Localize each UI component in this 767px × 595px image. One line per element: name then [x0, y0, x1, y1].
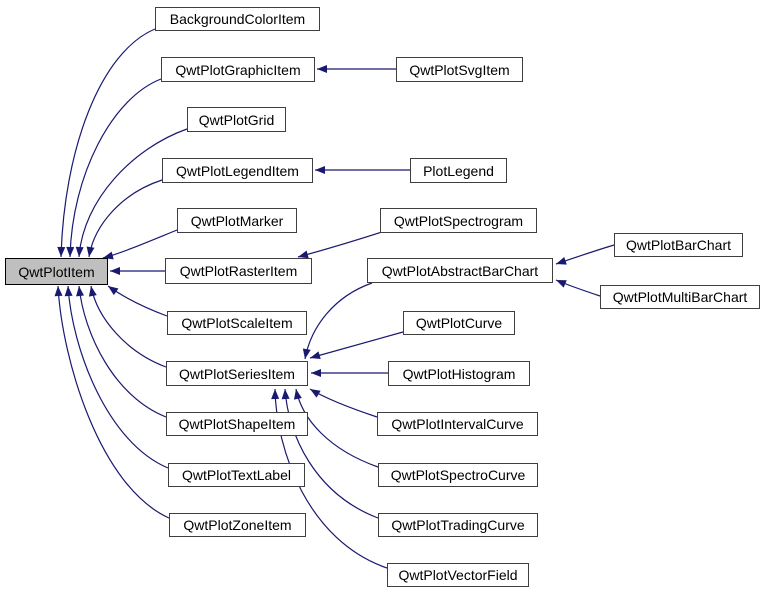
class-node-qwtplottradingcurve[interactable]: QwtPlotTradingCurve [378, 513, 538, 537]
arrowhead-icon [310, 351, 321, 360]
edge-qwtplotmultibarchart-to-qwtplotabstractbarchart [555, 279, 601, 297]
edge-backgroundcoloritem-to-qwtplotitem [57, 28, 156, 258]
arrowhead-icon [57, 246, 66, 257]
edge-qwtplotzoneitem-to-qwtplotitem [54, 285, 170, 519]
class-node-qwtplottextlabel[interactable]: QwtPlotTextLabel [168, 463, 305, 487]
edge-qwtplotshapeitem-to-qwtplotitem [76, 285, 167, 418]
arrowhead-icon [110, 267, 120, 275]
class-node-qwtplotgrid[interactable]: QwtPlotGrid [187, 107, 286, 132]
arrowhead-icon [86, 246, 95, 257]
edge-qwtplotsvgitem-to-qwtplotgraphicitem [317, 65, 396, 73]
arrowhead-icon [293, 389, 302, 400]
edge-line [78, 285, 167, 418]
class-node-qwtplotscaleitem[interactable]: QwtPlotScaleItem [167, 311, 307, 335]
edge-qwtplotseriesitem-to-qwtplotitem [88, 285, 167, 368]
arrowhead-icon [66, 246, 75, 257]
arrowhead-icon [103, 251, 114, 260]
edge-qwtplotgrid-to-qwtplotitem [75, 128, 188, 258]
edge-line [90, 285, 167, 368]
edge-qwtplotcurve-to-qwtplotseriesitem [309, 331, 404, 360]
edge-qwtplotspectrogram-to-qwtplotrasteritem [297, 231, 383, 259]
arrowhead-icon [302, 348, 311, 359]
edge-qwtplotabstractbarchart-to-qwtplotseriesitem [302, 282, 373, 360]
arrowhead-icon [556, 257, 567, 265]
class-node-qwtplotlegenditem[interactable]: QwtPlotLegendItem [162, 158, 313, 183]
class-node-qwtplotabstractbarchart[interactable]: QwtPlotAbstractBarChart [367, 258, 553, 283]
class-node-qwtplotseriesitem[interactable]: QwtPlotSeriesItem [166, 361, 308, 386]
edge-line [309, 331, 404, 359]
class-node-qwtplotbarchart[interactable]: QwtPlotBarChart [614, 233, 743, 257]
edge-line [88, 179, 163, 258]
class-node-qwtplotmarker[interactable]: QwtPlotMarker [177, 208, 297, 233]
edge-line [102, 229, 178, 259]
edge-line [295, 388, 379, 468]
arrowhead-icon [75, 246, 84, 257]
edge-qwtplottextlabel-to-qwtplotitem [64, 285, 169, 469]
edge-qwtplotscaleitem-to-qwtplotitem [107, 285, 168, 317]
edge-line [60, 28, 156, 258]
edge-line [78, 128, 188, 258]
arrowhead-icon [315, 166, 325, 174]
arrowhead-icon [88, 286, 97, 297]
class-node-backgroundcoloritem[interactable]: BackgroundColorItem [155, 7, 320, 31]
arrowhead-icon [76, 286, 84, 297]
arrowhead-icon [317, 65, 327, 73]
edge-qwtplothistogram-to-qwtplotseriesitem [311, 369, 388, 377]
edge-line [69, 78, 162, 258]
class-node-qwtplotshapeitem[interactable]: QwtPlotShapeItem [166, 412, 308, 436]
arrowhead-icon [298, 250, 309, 259]
class-node-qwtplotzoneitem[interactable]: QwtPlotZoneItem [169, 513, 306, 537]
edge-qwtplotmarker-to-qwtplotitem [102, 229, 178, 260]
arrowhead-icon [310, 389, 321, 398]
class-node-qwtplotrasteritem[interactable]: QwtPlotRasterItem [165, 258, 312, 284]
edge-qwtplotbarchart-to-qwtplotabstractbarchart [555, 244, 615, 265]
class-node-qwtplotspectrocurve[interactable]: QwtPlotSpectroCurve [378, 463, 538, 487]
edge-line [284, 388, 379, 519]
class-node-qwtplothistogram[interactable]: QwtPlotHistogram [388, 361, 530, 386]
edge-line [67, 285, 169, 469]
edge-qwtplotspectrocurve-to-qwtplotseriesitem [293, 388, 379, 468]
class-node-plotlegend[interactable]: PlotLegend [410, 158, 507, 183]
edge-qwtplotlegenditem-to-qwtplotitem [86, 179, 163, 258]
arrowhead-icon [281, 389, 290, 400]
edge-plotlegend-to-qwtplotlegenditem [315, 166, 410, 174]
class-node-qwtplotsvgitem[interactable]: QwtPlotSvgItem [396, 57, 523, 82]
edge-line [309, 388, 378, 418]
class-node-qwtplotgraphicitem[interactable]: QwtPlotGraphicItem [161, 57, 315, 82]
class-node-qwtplotintervalcurve[interactable]: QwtPlotIntervalCurve [377, 412, 538, 436]
edge-line [57, 285, 170, 519]
class-node-qwtplotspectrogram[interactable]: QwtPlotSpectrogram [380, 208, 537, 233]
arrowhead-icon [271, 389, 280, 400]
edge-qwtplotrasteritem-to-qwtplotitem [110, 267, 166, 275]
arrowhead-icon [108, 286, 119, 296]
class-node-qwtplotvectorfield[interactable]: QwtPlotVectorField [387, 563, 529, 587]
class-node-qwtplotcurve[interactable]: QwtPlotCurve [403, 311, 515, 335]
arrowhead-icon [64, 286, 73, 297]
edge-line [297, 231, 383, 258]
edge-qwtplottradingcurve-to-qwtplotseriesitem [281, 388, 379, 519]
class-node-qwtplotitem: QwtPlotItem [5, 258, 108, 285]
arrowhead-icon [54, 286, 63, 297]
edge-qwtplotgraphicitem-to-qwtplotitem [66, 78, 162, 258]
class-node-qwtplotmultibarchart[interactable]: QwtPlotMultiBarChart [600, 285, 760, 309]
arrowhead-icon [311, 369, 321, 377]
edge-line [304, 282, 373, 360]
edge-qwtplotintervalcurve-to-qwtplotseriesitem [309, 388, 378, 418]
arrowhead-icon [556, 280, 567, 288]
